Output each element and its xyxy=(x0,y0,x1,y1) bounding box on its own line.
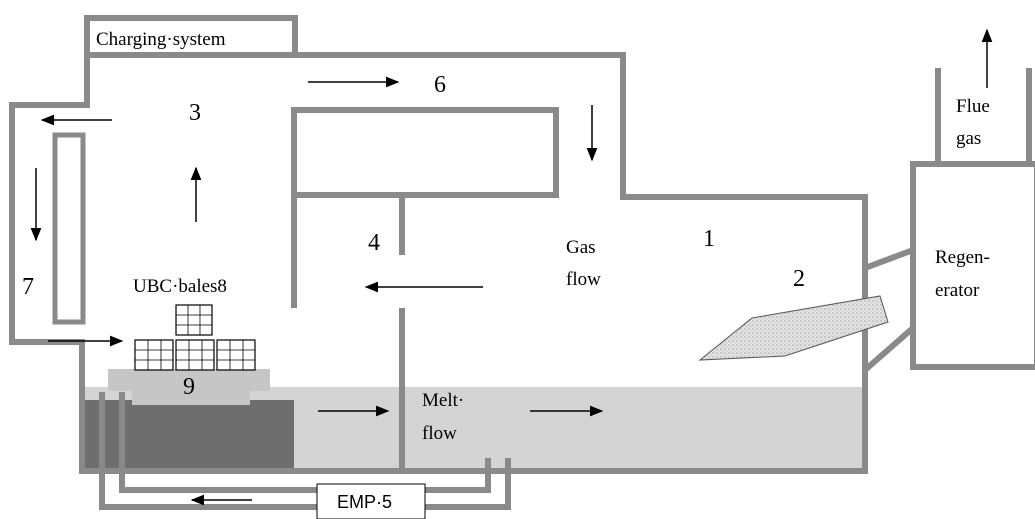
inner-chamber-wall xyxy=(291,107,559,308)
ubc-bales xyxy=(134,304,256,371)
charging-system-label: Charging·system xyxy=(96,29,226,50)
ubc-bales-label: UBC·bales8 xyxy=(133,276,227,297)
gas-flow-label-line1: Gas xyxy=(566,237,596,258)
emp-outer-loop xyxy=(99,392,511,510)
regenerator-box xyxy=(910,161,1035,370)
label-2: 2 xyxy=(793,266,805,292)
label-7: 7 xyxy=(22,274,34,300)
flue-gas-label-line2: gas xyxy=(956,128,981,149)
label-9: 9 xyxy=(183,374,195,400)
regenerator-label-line1: Regen- xyxy=(935,247,990,268)
platform-base xyxy=(132,391,250,405)
burner xyxy=(698,295,889,361)
regenerator-duct-lower xyxy=(863,325,915,373)
emp-inner-loop xyxy=(119,392,491,493)
regenerator-duct-upper xyxy=(863,247,915,271)
furnace-outer-wall xyxy=(9,48,868,474)
flue-gas-label-line1: Flue xyxy=(956,96,990,117)
label-1: 1 xyxy=(703,226,715,252)
charging-system-box xyxy=(84,15,298,55)
regenerator-label-line2: erator xyxy=(935,280,980,301)
left-channel xyxy=(52,132,86,325)
ubc-bale-grid xyxy=(135,305,255,370)
label-4: 4 xyxy=(368,230,380,256)
side-well-block xyxy=(82,400,294,471)
melt-flow-label-line1: Melt· xyxy=(422,390,464,411)
emp-box xyxy=(316,483,426,519)
label-6: 6 xyxy=(434,72,446,98)
gas-flow-label-line2: flow xyxy=(566,269,601,290)
emp-label: EMP·5 xyxy=(337,492,392,512)
melt-flow-label-line2: flow xyxy=(422,423,457,444)
label-3: 3 xyxy=(189,100,201,126)
platform xyxy=(108,369,270,391)
